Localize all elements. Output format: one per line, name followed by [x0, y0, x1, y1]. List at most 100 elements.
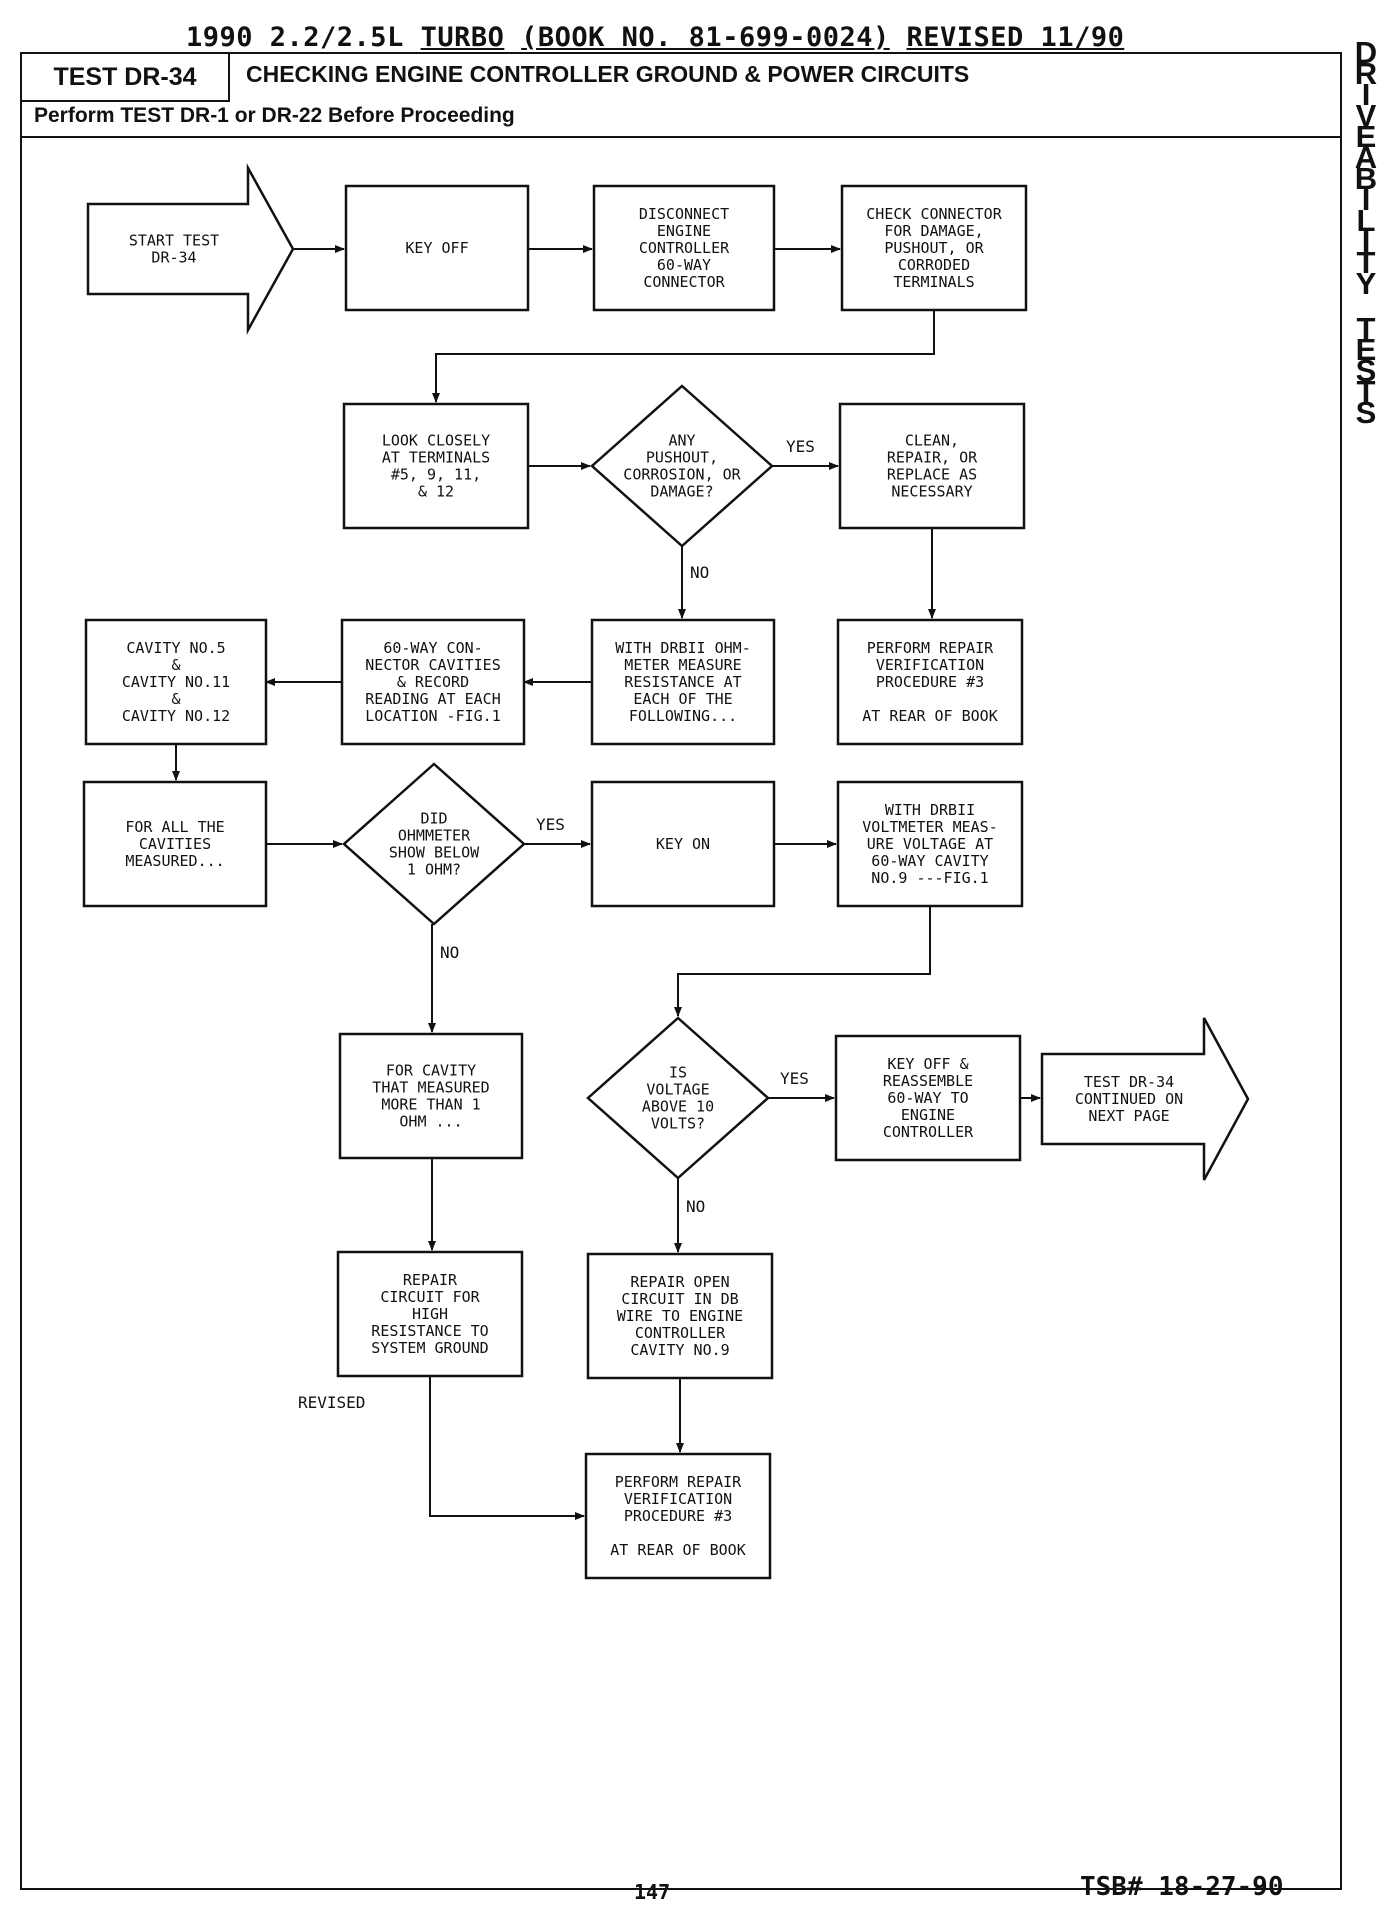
node-line: 60-WAY CON- [383, 639, 482, 657]
node-line: 60-WAY CAVITY [871, 852, 988, 870]
node-line: CAVITY NO.12 [122, 707, 230, 725]
side-letter: I [1361, 224, 1371, 259]
node-line: VOLTAGE [646, 1081, 709, 1099]
node-line: & [171, 656, 180, 674]
side-letter: I [1361, 77, 1371, 112]
node-line: REPAIR [403, 1271, 458, 1289]
test-title: CHECKING ENGINE CONTROLLER GROUND & POWE… [246, 61, 970, 87]
side-letter: A [1354, 140, 1378, 175]
tsb-number: TSB# 18-27-90 [1080, 1872, 1284, 1902]
node-look-closely [342, 402, 530, 530]
node-line: FOR DAMAGE, [884, 222, 983, 240]
node-key-on [590, 780, 776, 908]
header-vehicle: 1990 2.2/2.5L [186, 22, 421, 53]
side-letter: E [1355, 332, 1377, 367]
prerequisite-note: Perform TEST DR-1 or DR-22 Before Procee… [34, 104, 515, 127]
node-is-voltage [586, 1016, 770, 1180]
node-line: IS [669, 1064, 687, 1082]
node-line: LOCATION -FIG.1 [365, 707, 500, 725]
node-line: TERMINALS [893, 273, 974, 291]
node-line: READING AT EACH [365, 690, 500, 708]
node-line: CAVITIES [139, 835, 211, 853]
node-for-all-cavities [82, 780, 268, 908]
node-line: MORE THAN 1 [381, 1096, 480, 1114]
node-key-off [344, 184, 530, 312]
node-line: REASSEMBLE [883, 1072, 973, 1090]
node-line: URE VOLTAGE AT [867, 835, 993, 853]
node-line: DISCONNECT [639, 205, 729, 223]
node-line: WIRE TO ENGINE [617, 1307, 743, 1325]
node-line: LOOK CLOSELY [382, 432, 490, 450]
node-clean-repair [838, 402, 1026, 530]
node-line: ENGINE [901, 1106, 955, 1124]
node-line: OHMMETER [398, 827, 471, 845]
side-letter: B [1354, 161, 1378, 196]
node-line: DID [420, 810, 447, 828]
side-letter: S [1355, 395, 1377, 430]
node-line: NEXT PAGE [1088, 1107, 1169, 1125]
document-header: 1990 2.2/2.5L TURBO (BOOK NO. 81-699-002… [186, 22, 1124, 53]
node-continued [1040, 1017, 1250, 1181]
node-line: AT REAR OF BOOK [610, 1541, 745, 1559]
side-letter: T [1356, 374, 1376, 409]
node-line: PUSHOUT, [646, 449, 718, 467]
node-text-key-off: KEY OFF [405, 239, 468, 257]
node-line: DR-34 [151, 249, 196, 267]
edge-label-yes-3: YES [780, 1069, 809, 1088]
test-id: TEST DR-34 [22, 54, 230, 102]
node-text-key-on: KEY ON [656, 835, 710, 853]
node-line: & 12 [418, 483, 454, 501]
node-perform-repair-1 [836, 618, 1024, 746]
node-any-pushout [590, 384, 774, 548]
node-line: CHECK CONNECTOR [866, 205, 1002, 223]
node-line: NECTOR CAVITIES [365, 656, 500, 674]
node-line: PROCEDURE #3 [876, 673, 984, 691]
side-letter: Y [1355, 266, 1377, 301]
node-line: ENGINE [657, 222, 711, 240]
side-letter: I [1361, 182, 1371, 217]
node-line: VOLTMETER MEAS- [862, 818, 997, 836]
node-line: START TEST [129, 232, 219, 250]
node-line: #5, 9, 11, [391, 466, 481, 484]
node-line: WITH DRBII [885, 801, 975, 819]
node-line: VOLTS? [651, 1115, 705, 1133]
node-line: RESISTANCE AT [624, 673, 741, 691]
node-did-ohmmeter [342, 762, 526, 926]
node-line: AT REAR OF BOOK [862, 707, 997, 725]
node-line: DAMAGE? [650, 483, 713, 501]
node-line: NECESSARY [891, 483, 972, 501]
node-key-off-reassemble [834, 1034, 1022, 1162]
side-letter: E [1355, 119, 1377, 154]
node-line: 1 OHM? [407, 861, 461, 879]
edge-label-revised: REVISED [298, 1393, 365, 1412]
node-line: KEY OFF [405, 239, 468, 257]
flow-connector [432, 310, 935, 403]
node-line: REPLACE AS [887, 466, 977, 484]
node-for-cavity [338, 1032, 524, 1160]
node-line: EACH OF THE [633, 690, 732, 708]
side-letter: L [1356, 203, 1376, 238]
page-number: 147 [634, 1880, 671, 1904]
node-line: CIRCUIT IN DB [621, 1290, 738, 1308]
node-line: AT TERMINALS [382, 449, 490, 467]
node-line: REPAIR OPEN [630, 1273, 729, 1291]
node-line: SYSTEM GROUND [371, 1339, 488, 1357]
edge-label-yes-1: YES [786, 437, 815, 456]
node-start [86, 163, 295, 335]
node-line: CONTROLLER [883, 1123, 974, 1141]
node-line: & [171, 690, 180, 708]
node-line: CONTROLLER [635, 1324, 726, 1342]
side-letter: V [1355, 98, 1377, 133]
